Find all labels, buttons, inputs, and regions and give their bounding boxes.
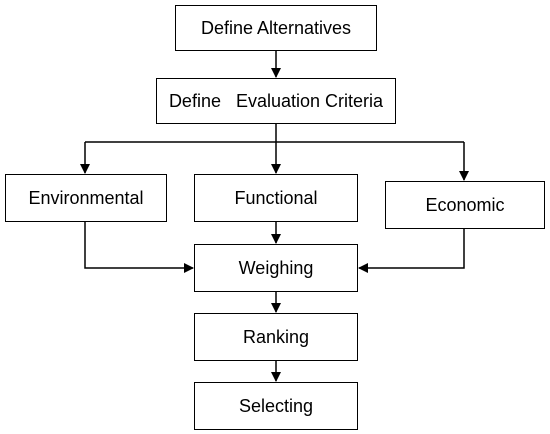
functional-label: Functional — [234, 187, 318, 208]
ranking-label: Ranking — [242, 326, 310, 347]
define-alternatives-box: Define Alternatives — [175, 5, 377, 51]
functional-box: Functional — [194, 174, 358, 222]
economic-box: Economic — [385, 181, 545, 229]
selecting-label: Selecting — [238, 395, 314, 416]
ranking-box: Ranking — [194, 313, 358, 361]
economic-label: Economic — [425, 194, 505, 215]
environmental-label: Environmental — [28, 187, 144, 208]
arrow-economic-to-weighing — [358, 229, 465, 273]
define-evaluation-criteria-label: Define Evaluation Criteria — [168, 90, 384, 111]
selecting-box: Selecting — [194, 382, 358, 430]
define-alternatives-label: Define Alternatives — [200, 17, 352, 38]
weighing-label: Weighing — [238, 257, 314, 278]
define-evaluation-criteria-box: Define Evaluation Criteria — [156, 78, 396, 124]
arrow-environmental-to-weighing — [84, 222, 194, 273]
environmental-box: Environmental — [5, 174, 167, 222]
weighing-box: Weighing — [194, 244, 358, 292]
